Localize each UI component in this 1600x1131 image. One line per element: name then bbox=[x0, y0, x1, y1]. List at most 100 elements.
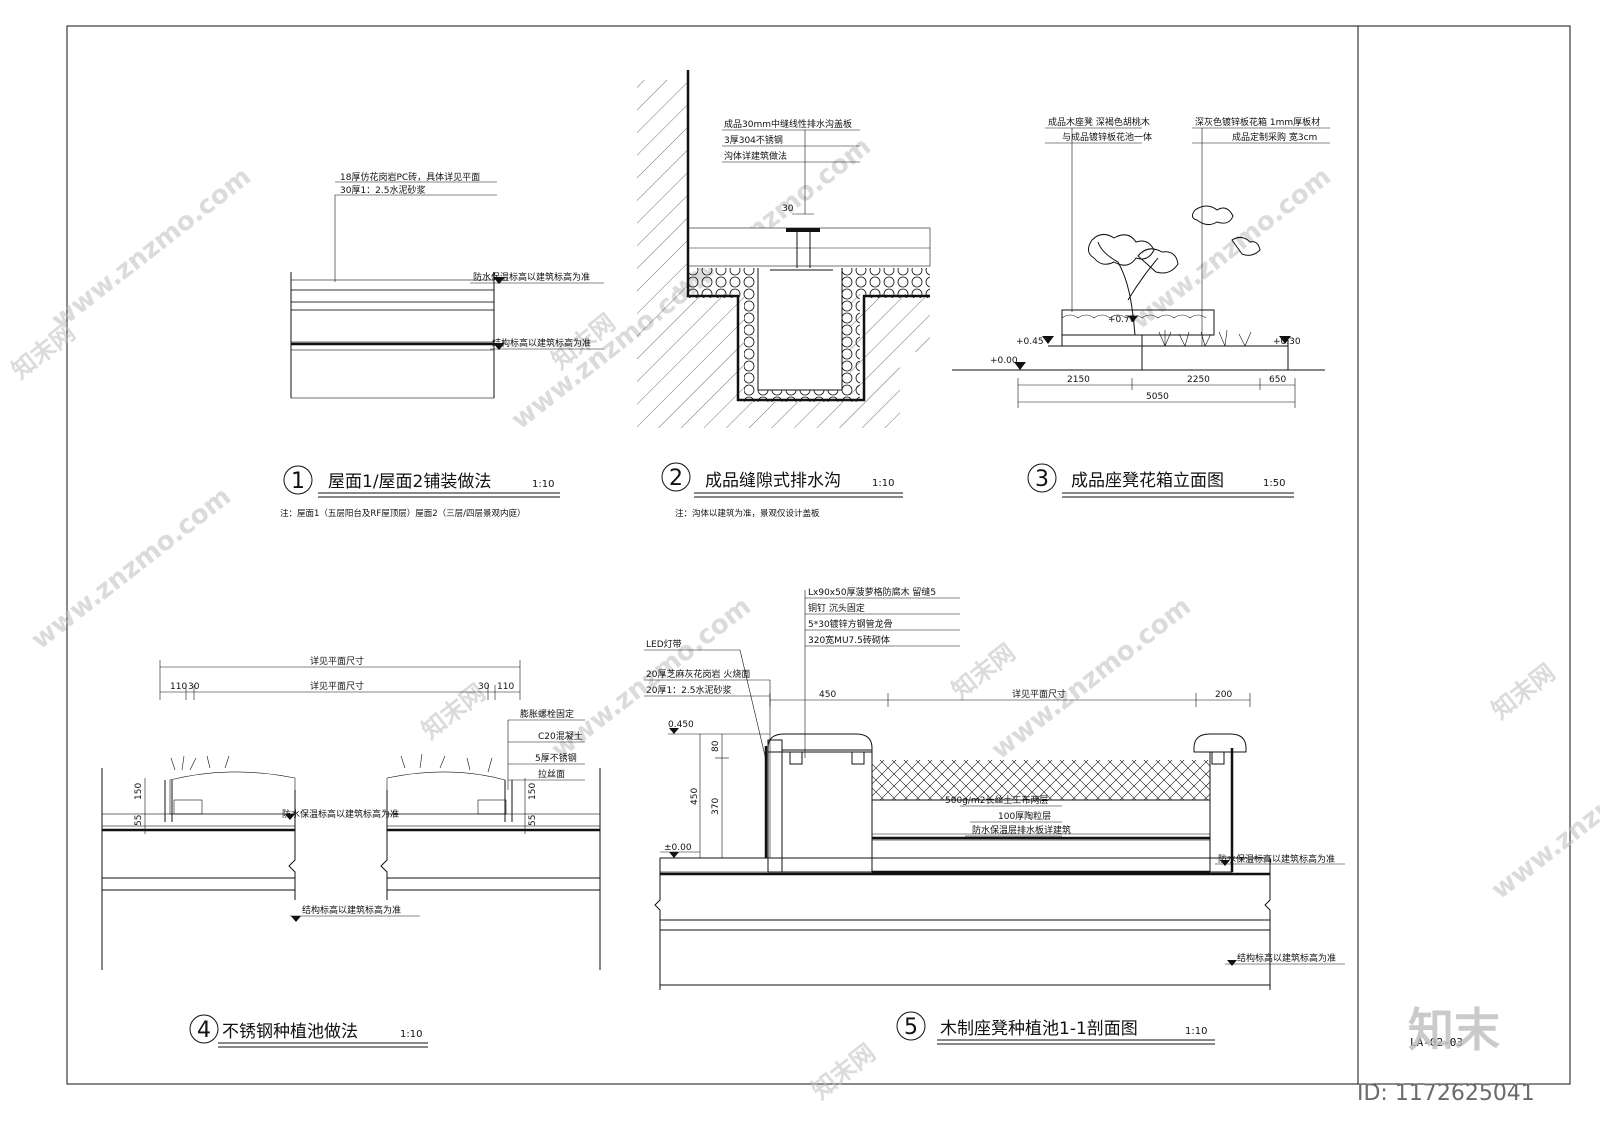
watermark-text: www.znzmo.com bbox=[1126, 162, 1337, 336]
callout-text: 20厚1：2.5水泥砂浆 bbox=[646, 684, 732, 696]
watermark-text: www.znzmo.com bbox=[1486, 732, 1600, 906]
callout-text: 成品木座凳 深褐色胡桃木 bbox=[1048, 116, 1150, 128]
detail-2-drain-channel: 30 成品30mm中缝线性排水沟盖板 3厚304不锈钢 沟体详建筑做法 2 成品… bbox=[637, 70, 931, 519]
dim-text: 55 bbox=[134, 815, 144, 826]
callout-text: 沟体详建筑做法 bbox=[724, 150, 787, 162]
detail-scale: 1:10 bbox=[400, 1029, 422, 1040]
level-text: +0.45 bbox=[1016, 337, 1044, 347]
detail-title: 木制座凳种植池1-1剖面图 bbox=[940, 1019, 1138, 1039]
detail-4-steel-planter: 详见平面尺寸 详见平面尺寸 110 30 30 110 150 55 150 5… bbox=[101, 655, 601, 1048]
callout-text: 膨胀螺栓固定 bbox=[520, 708, 574, 720]
detail-scale: 1:50 bbox=[1263, 478, 1285, 489]
callout-text: 20厚芝麻灰花岗岩 火烧面 bbox=[646, 668, 750, 680]
callout-text: 18厚仿花岗岩PC砖，具体详见平面 bbox=[340, 171, 480, 183]
callout-text: 与成品镀锌板花池一体 bbox=[1062, 131, 1152, 143]
dim-text: 详见平面尺寸 bbox=[310, 680, 364, 692]
detail-number-circle bbox=[189, 1014, 219, 1044]
dim-text: 2250 bbox=[1187, 375, 1210, 385]
detail-title: 成品座凳花箱立面图 bbox=[1071, 471, 1224, 491]
watermark-brand: 知末网 bbox=[1486, 658, 1560, 724]
dim-text: 详见平面尺寸 bbox=[310, 655, 364, 667]
dim-text: 200 bbox=[1215, 690, 1232, 700]
detail-scale: 1:10 bbox=[872, 478, 894, 489]
dim-text: 30 bbox=[478, 682, 490, 692]
callout-text: C20混凝土 bbox=[538, 730, 583, 742]
callout-text: 铜钉 沉头固定 bbox=[808, 602, 865, 614]
detail-note: 注：沟体以建筑为准，景观仅设计盖板 bbox=[675, 508, 820, 519]
detail-number: 4 bbox=[197, 1018, 211, 1043]
shrub-icon bbox=[1158, 329, 1252, 347]
id-text: ID: 1172625041 bbox=[1357, 1081, 1535, 1106]
detail-scale: 1:10 bbox=[532, 479, 554, 490]
level-text: 防水保温标高以建筑标高为准 bbox=[1218, 853, 1335, 865]
callout-text: 500g/m2长丝土工布两层 bbox=[945, 794, 1048, 806]
level-text: +0.30 bbox=[1273, 337, 1301, 347]
logo-text: 知末 bbox=[1408, 1003, 1500, 1057]
callout-text: 防水保温层排水板详建筑 bbox=[972, 824, 1071, 836]
callout-text: 320宽MU7.5砖砌体 bbox=[808, 634, 890, 646]
dim-text: 110 bbox=[497, 682, 514, 692]
detail-number-circle bbox=[283, 465, 313, 495]
watermark-brand: 知末网 bbox=[6, 318, 80, 384]
detail-1-roof-paving: 18厚仿花岗岩PC砖，具体详见平面 30厚1：2.5水泥砂浆 防水保温标高以建筑… bbox=[280, 171, 604, 519]
callout-text: 成品定制采购 宽3cm bbox=[1232, 131, 1317, 143]
detail-title: 屋面1/屋面2铺装做法 bbox=[328, 472, 491, 492]
dim-text: 110 bbox=[170, 682, 187, 692]
dim-text: 5050 bbox=[1146, 392, 1169, 402]
detail-5-bench-planter-section: 450 详见平面尺寸 200 80 450 370 0.450 ±0.00 Lx… bbox=[644, 586, 1345, 1045]
tree-icon bbox=[1061, 205, 1261, 336]
callout-text: Lx90x50厚菠萝格防腐木 留缝5 bbox=[808, 586, 936, 598]
watermark-brand: 知末网 bbox=[946, 638, 1020, 704]
dim-text: 80 bbox=[711, 740, 721, 752]
callout-text: 成品30mm中缝线性排水沟盖板 bbox=[724, 118, 852, 130]
dim-text: 详见平面尺寸 bbox=[1012, 688, 1066, 700]
level-text: ±0.00 bbox=[664, 843, 692, 853]
watermark-text: www.znzmo.com bbox=[986, 592, 1197, 766]
detail-number: 5 bbox=[904, 1015, 918, 1040]
title-block: LA-02-03 知末 ID: 1172625041 bbox=[1357, 1003, 1535, 1106]
sheet-number: LA-02-03 bbox=[1410, 1036, 1463, 1049]
grass-icon bbox=[170, 753, 493, 773]
callout-text: LED灯带 bbox=[646, 639, 682, 650]
detail-scale: 1:10 bbox=[1185, 1026, 1207, 1037]
level-text: 0.450 bbox=[668, 720, 694, 730]
dim-text: 450 bbox=[690, 788, 700, 805]
detail-note: 注：屋面1（五层阳台及RF屋顶层）屋面2（三层/四层景观内庭） bbox=[280, 508, 525, 519]
watermark-text: www.znzmo.com bbox=[26, 482, 237, 656]
watermark-text: www.znzmo.com bbox=[46, 162, 257, 336]
level-text: +0.70 bbox=[1108, 315, 1136, 325]
dim-text: 150 bbox=[528, 783, 538, 800]
detail-number-circle bbox=[661, 462, 691, 492]
dim-text: 2150 bbox=[1067, 375, 1090, 385]
level-marker-icon bbox=[493, 277, 505, 284]
level-text: 防水保温标高以建筑标高为准 bbox=[473, 271, 590, 283]
detail-title: 成品缝隙式排水沟 bbox=[705, 471, 841, 491]
level-text: 结构标高以建筑标高为准 bbox=[492, 337, 591, 349]
dim-text: 450 bbox=[819, 690, 836, 700]
detail-title: 不锈钢种植池做法 bbox=[222, 1022, 358, 1042]
level-text: 防水保温标高以建筑标高为准 bbox=[282, 808, 399, 820]
dim-text: 370 bbox=[711, 798, 721, 815]
detail-number: 3 bbox=[1035, 467, 1049, 492]
dim-text: 30 bbox=[188, 682, 200, 692]
callout-text: 拉丝面 bbox=[538, 768, 565, 780]
callout-text: 深灰色镀锌板花箱 1mm厚板材 bbox=[1195, 116, 1320, 128]
level-text: +0.00 bbox=[990, 356, 1018, 366]
drawing-frame bbox=[66, 25, 1571, 1085]
dim-text: 30 bbox=[782, 204, 794, 214]
level-text: 结构标高以建筑标高为准 bbox=[1237, 952, 1336, 964]
detail-number: 1 bbox=[291, 469, 305, 494]
level-text: 结构标高以建筑标高为准 bbox=[302, 904, 401, 916]
level-marker-icon bbox=[493, 343, 505, 350]
dim-text: 55 bbox=[528, 815, 538, 826]
detail-number-circle bbox=[896, 1011, 926, 1041]
callout-text: 30厚1：2.5水泥砂浆 bbox=[340, 184, 426, 196]
dim-text: 150 bbox=[134, 783, 144, 800]
detail-3-bench-planter-elevation: +0.45 +0.70 +0.30 +0.00 2150 2250 650 50… bbox=[952, 116, 1330, 498]
callout-text: 100厚陶粒层 bbox=[998, 810, 1051, 822]
watermark-brand: 知末网 bbox=[806, 1038, 880, 1104]
callout-text: 3厚304不锈钢 bbox=[724, 134, 783, 146]
callout-text: 5厚不锈钢 bbox=[535, 752, 577, 764]
callout-text: 5*30镀锌方钢管龙骨 bbox=[808, 618, 893, 630]
